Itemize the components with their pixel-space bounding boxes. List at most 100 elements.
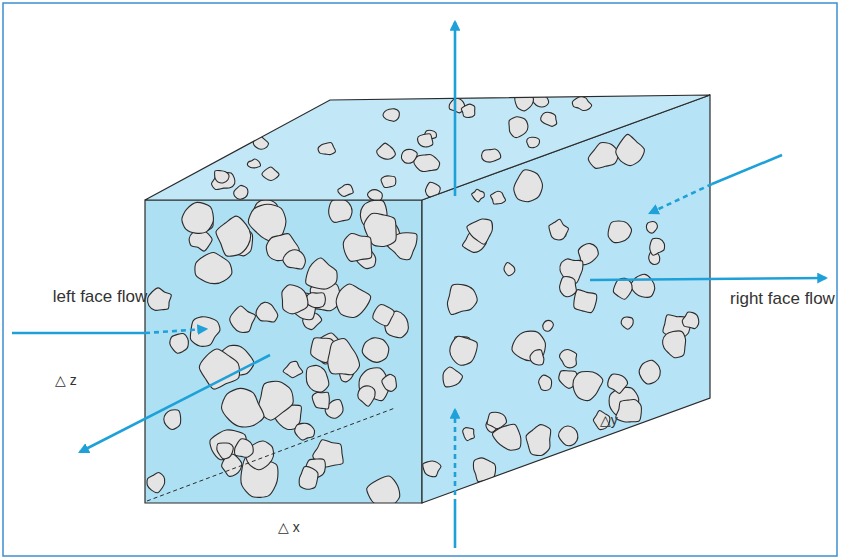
soil-grain (504, 263, 515, 276)
soil-grain (329, 199, 352, 223)
soil-grain (382, 374, 397, 391)
soil-grain (482, 149, 501, 162)
bottom-face-flow-arrow (454, 504, 457, 548)
soil-grain (646, 222, 657, 233)
soil-grain (283, 361, 303, 377)
soil-grain (515, 94, 534, 111)
soil-grain (381, 176, 396, 188)
soil-grain (283, 250, 305, 269)
soil-grain (650, 238, 665, 255)
soil-grain (526, 425, 551, 456)
soil-grain (164, 410, 181, 430)
soil-grain (358, 386, 375, 406)
soil-grain (195, 253, 232, 284)
soil-grain (559, 426, 578, 446)
soil-grain (423, 461, 441, 477)
front-face-flow-arrow (80, 355, 270, 452)
soil-grain (588, 143, 619, 169)
soil-grain (663, 331, 686, 358)
soil-grain (234, 185, 248, 199)
soil-grain (262, 167, 279, 181)
dimension-label: △ z (55, 372, 95, 390)
soil-grain (306, 293, 325, 308)
soil-grain (299, 467, 318, 490)
soil-grain (418, 134, 433, 147)
soil-grain (414, 155, 440, 172)
soil-grain (235, 439, 254, 457)
soil-grain (621, 317, 633, 329)
back-face-flow-arrow (712, 155, 782, 184)
soil-grain (343, 233, 371, 261)
soil-grain (574, 290, 597, 313)
soil-grain (514, 170, 543, 202)
top-face (145, 94, 710, 201)
soil-grain (170, 333, 189, 353)
soil-grain (306, 258, 338, 289)
soil-grain (543, 321, 554, 332)
soil-grain (613, 278, 632, 299)
soil-grain (338, 185, 353, 197)
soil-grain (282, 285, 308, 314)
soil-grain (616, 134, 645, 165)
soil-grain (527, 137, 540, 147)
dimension-label: △y (600, 412, 640, 430)
soil-grain (616, 400, 642, 422)
dimension-label: △ x (278, 519, 318, 537)
soil-grain (148, 288, 172, 311)
back-face-flow-arrow (650, 184, 712, 213)
soil-grain (216, 216, 251, 256)
soil-grain (492, 424, 520, 450)
soil-grain (425, 182, 440, 197)
soil-grain (377, 143, 396, 159)
top-face-flow-arrow (454, 22, 457, 196)
soil-grain (560, 277, 577, 297)
soil-grain (559, 350, 576, 368)
soil-grain (447, 284, 477, 314)
soil-grain (539, 375, 552, 390)
soil-grain (253, 136, 268, 149)
soil-grain (401, 149, 417, 163)
soil-grain (230, 306, 256, 332)
figure-frame (3, 3, 837, 556)
soil-grain (199, 349, 239, 389)
soil-grain (336, 284, 371, 317)
soil-grain (182, 202, 214, 233)
soil-grain (295, 423, 315, 440)
soil-grain (490, 191, 505, 204)
soil-grain (473, 458, 495, 482)
soil-grain (639, 360, 660, 384)
soil-grain (572, 96, 591, 110)
soil-grain (631, 274, 655, 297)
soil-grain (222, 388, 264, 427)
front-face (145, 199, 422, 507)
soil-grain (461, 104, 475, 117)
soil-grain (217, 443, 233, 459)
soil-grain (328, 339, 360, 375)
soil-grain (373, 305, 394, 326)
soil-grain (472, 189, 485, 202)
soil-grain (312, 392, 329, 409)
soil-grain (467, 219, 492, 244)
soil-grain (147, 472, 165, 492)
soil-grain (509, 117, 528, 138)
soil-grain (256, 302, 278, 322)
right-face-flow-arrow (590, 278, 826, 280)
bottom-face-flow-arrow (454, 410, 457, 504)
soil-grain (450, 336, 478, 365)
soil-grain (541, 112, 557, 126)
left-face-flow-arrow (145, 329, 206, 333)
soil-grain (573, 371, 603, 400)
hidden-edge (147, 408, 395, 501)
soil-grain (530, 350, 544, 365)
soil-grain (682, 312, 699, 329)
flow-label: right face flow (730, 288, 840, 309)
soil-grain (463, 428, 475, 441)
soil-grain (190, 317, 220, 347)
flow-label: left face flow (40, 286, 160, 307)
left-face-flow-arrow (12, 332, 145, 335)
soil-grain (248, 159, 261, 168)
soil-grain (362, 338, 389, 363)
